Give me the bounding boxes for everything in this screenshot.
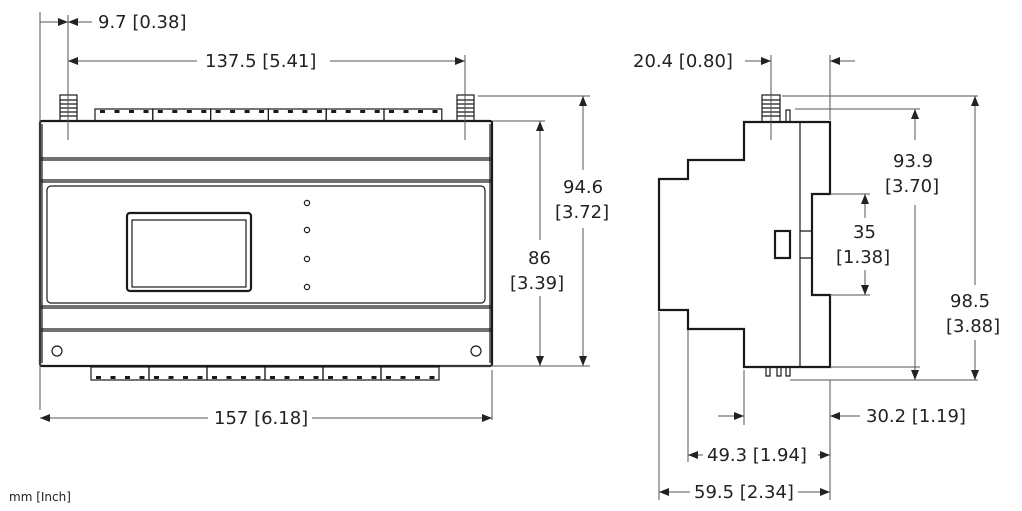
dim-din-rail: 35 — [853, 222, 876, 243]
screw-hole-icon — [470, 345, 482, 357]
terminal-screw-icon — [154, 376, 159, 379]
terminal-screw-icon — [244, 110, 250, 113]
side-profile-outline — [657, 120, 832, 369]
dim-depth-total: 59.5 [2.34] — [694, 482, 794, 503]
dim-overall-height-side-inch: [3.88] — [946, 316, 1000, 337]
dim-height: 93.9 — [893, 151, 933, 172]
dim-din-rail-inch: [1.38] — [836, 247, 890, 268]
front-view — [38, 94, 494, 381]
terminal-screw-icon — [110, 376, 116, 379]
terminal-screw-icon — [360, 110, 366, 113]
terminal-screw-icon — [212, 376, 217, 379]
front-panel — [46, 185, 486, 304]
dim-overall-height-inch: [3.72] — [555, 202, 609, 223]
units-note: mm [Inch] — [9, 490, 71, 504]
dim-depth-mid: 49.3 [1.94] — [707, 445, 807, 466]
front-dimensions: 9.7 [0.38] 137.5 [5.41] 94.6 [3.72] 86 [… — [39, 12, 609, 429]
terminal-screw-icon — [215, 110, 221, 113]
terminal-screw-icon — [197, 376, 203, 379]
terminal-screw-icon — [418, 110, 423, 113]
terminal-screw-icon — [284, 376, 290, 379]
terminal-screw-icon — [114, 110, 120, 113]
led-icon — [303, 226, 311, 234]
terminal-screw-icon — [255, 376, 261, 379]
dim-body-height-inch: [3.39] — [510, 273, 564, 294]
terminal-screw-icon — [357, 376, 362, 379]
terminal-screw-icon — [386, 376, 391, 379]
terminal-screw-icon — [139, 376, 145, 379]
terminal-screw-icon — [168, 376, 174, 379]
terminal-screw-icon — [270, 376, 275, 379]
terminal-screw-icon — [287, 110, 293, 113]
terminal-screw-icon — [313, 376, 319, 379]
dim-width: 157 [6.18] — [214, 408, 308, 429]
terminal-screw-icon — [389, 110, 394, 113]
terminal-screw-icon — [230, 110, 236, 113]
terminal-screw-icon — [403, 110, 409, 113]
terminal-screw-icon — [125, 376, 130, 379]
side-view — [657, 94, 832, 377]
terminal-screw-icon — [432, 110, 438, 113]
terminal-screw-icon — [201, 110, 207, 113]
terminal-screw-icon — [302, 110, 308, 113]
dim-overall-height: 94.6 — [563, 177, 603, 198]
terminal-screw-icon — [415, 376, 420, 379]
terminal-screw-icon — [371, 376, 377, 379]
terminal-screw-icon — [241, 376, 246, 379]
terminal-screw-icon — [143, 110, 149, 113]
display-screen — [125, 211, 253, 293]
terminal-screw-icon — [96, 376, 101, 379]
side-dimensions: 20.4 [0.80] 93.9 [3.70] 35 [1.38] 98.5 [… — [633, 51, 1000, 503]
bottom-terminal-blocks — [90, 366, 440, 381]
terminal-screw-icon — [157, 110, 163, 113]
terminal-screw-icon — [400, 376, 406, 379]
terminal-screw-icon — [129, 110, 134, 113]
terminal-screw-icon — [331, 110, 337, 113]
screw-hole-icon — [51, 345, 63, 357]
terminal-screw-icon — [273, 110, 279, 113]
top-terminal-blocks — [94, 108, 443, 122]
terminal-screw-icon — [259, 110, 265, 113]
led-icon — [303, 255, 311, 263]
terminal-screw-icon — [100, 110, 105, 113]
side-latch — [773, 229, 792, 260]
dim-antenna-depth: 20.4 [0.80] — [633, 51, 733, 72]
terminal-screw-icon — [226, 376, 232, 379]
dim-height-inch: [3.70] — [885, 176, 939, 197]
terminal-screw-icon — [342, 376, 348, 379]
dim-antenna-spacing: 137.5 [5.41] — [205, 51, 316, 72]
terminal-screw-icon — [429, 376, 435, 379]
terminal-screw-icon — [299, 376, 304, 379]
terminal-screw-icon — [328, 376, 333, 379]
led-icon — [303, 199, 311, 207]
dim-overall-height-side: 98.5 — [950, 291, 990, 312]
terminal-screw-icon — [374, 110, 380, 113]
terminal-screw-icon — [345, 110, 351, 113]
led-icon — [303, 283, 311, 291]
dim-body-height: 86 — [528, 248, 551, 269]
terminal-screw-icon — [186, 110, 192, 113]
dim-antenna-offset: 9.7 [0.38] — [98, 12, 186, 33]
dim-depth-front: 30.2 [1.19] — [866, 406, 966, 427]
terminal-screw-icon — [183, 376, 188, 379]
terminal-screw-icon — [172, 110, 178, 113]
status-leds — [303, 199, 311, 291]
terminal-screw-icon — [316, 110, 322, 113]
